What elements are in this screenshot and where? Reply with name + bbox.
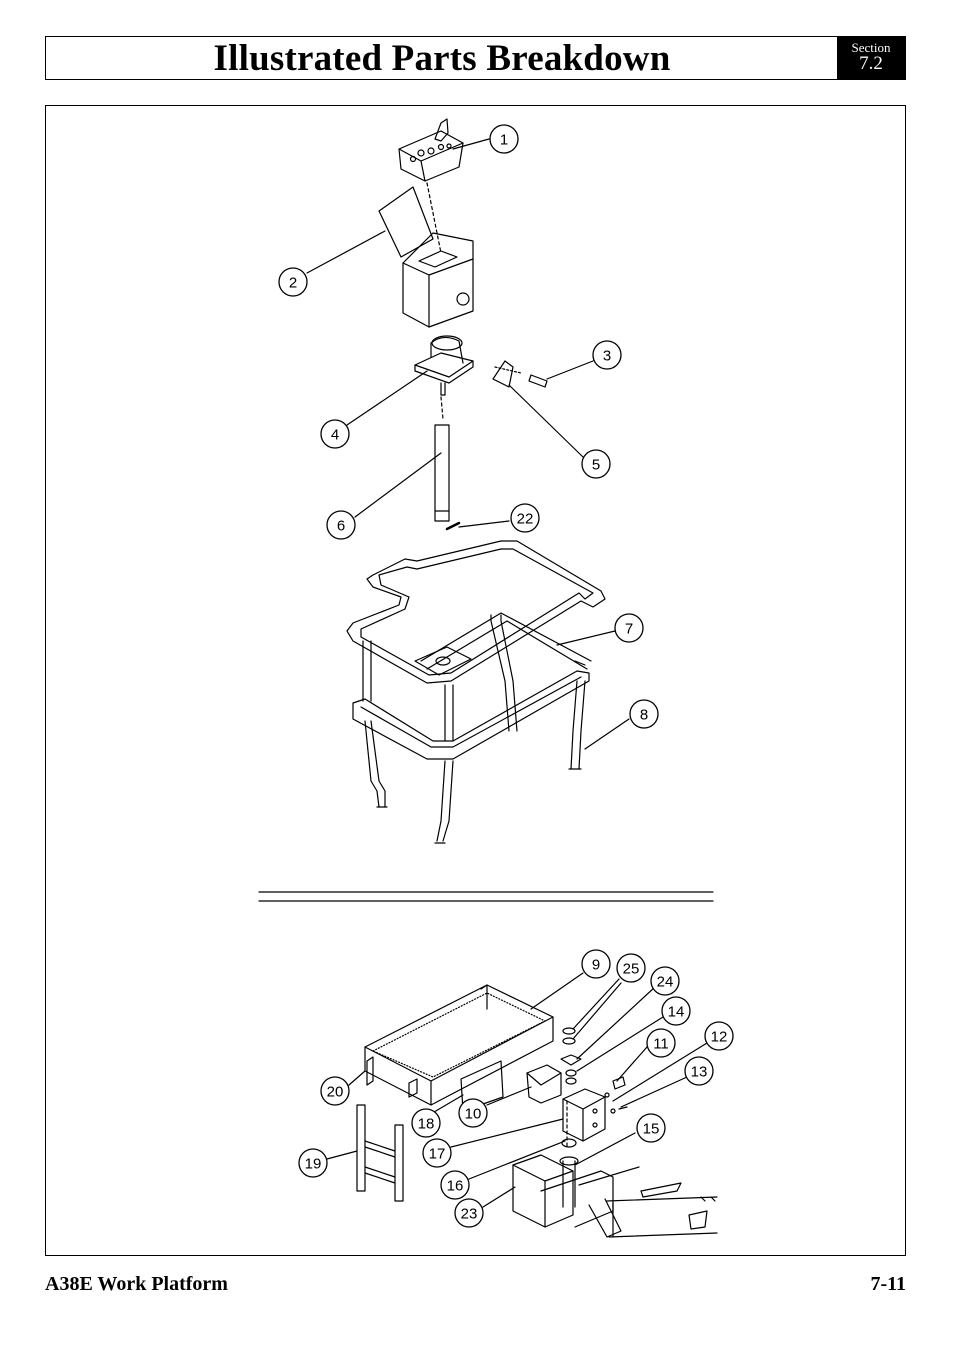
bracket-and-pin-drawing xyxy=(492,360,548,388)
callout-17: 17 xyxy=(422,1138,452,1168)
callout-label: 24 xyxy=(657,974,674,991)
callout-label: 20 xyxy=(327,1084,344,1101)
separator-lines xyxy=(258,891,714,902)
callout-label: 13 xyxy=(691,1064,708,1081)
callout-6: 6 xyxy=(326,510,356,540)
page-header: Illustrated Parts Breakdown Section 7.2 xyxy=(45,36,906,80)
callout-11: 11 xyxy=(646,1028,676,1058)
callout-12: 12 xyxy=(704,1021,734,1051)
ladder-drawing xyxy=(356,1104,404,1202)
callout-label: 8 xyxy=(640,707,648,724)
callout-label: 4 xyxy=(331,427,339,444)
callout-label: 25 xyxy=(623,961,640,978)
section-label: Section xyxy=(851,40,891,55)
platform-rail-frame-drawing xyxy=(346,540,606,844)
callout-16: 16 xyxy=(440,1170,470,1200)
rotator-base-drawing xyxy=(512,1138,718,1238)
callout-label: 5 xyxy=(592,457,600,474)
leader-lines xyxy=(306,138,708,1208)
callout-9: 9 xyxy=(581,949,611,979)
callout-13: 13 xyxy=(684,1056,714,1086)
parts-diagram xyxy=(258,118,718,1238)
callout-label: 23 xyxy=(461,1206,478,1223)
callout-1: 1 xyxy=(489,124,519,154)
callout-15: 15 xyxy=(636,1113,666,1143)
footer-page-number: 7-11 xyxy=(870,1273,906,1295)
callout-label: 3 xyxy=(603,348,611,365)
callout-8: 8 xyxy=(629,699,659,729)
callout-24: 24 xyxy=(650,966,680,996)
callout-14: 14 xyxy=(661,996,691,1026)
callout-4: 4 xyxy=(320,419,350,449)
callout-label: 16 xyxy=(447,1178,464,1195)
page-title: Illustrated Parts Breakdown xyxy=(213,37,671,79)
callout-label: 19 xyxy=(305,1156,322,1173)
callout-label: 11 xyxy=(653,1036,669,1053)
callout-label: 12 xyxy=(711,1029,728,1046)
callout-7: 7 xyxy=(614,613,644,643)
callout-label: 10 xyxy=(465,1106,482,1123)
callout-23: 23 xyxy=(454,1198,484,1228)
callout-10: 10 xyxy=(458,1098,488,1128)
callout-label: 1 xyxy=(500,132,508,149)
callout-5: 5 xyxy=(581,449,611,479)
callout-22: 22 xyxy=(510,503,540,533)
footer-product-name: A38E Work Platform xyxy=(45,1273,228,1295)
shaft-drawing xyxy=(434,396,461,531)
callout-label: 17 xyxy=(429,1146,446,1163)
callout-label: 14 xyxy=(668,1004,685,1021)
callout-label: 6 xyxy=(337,518,345,535)
callout-label: 15 xyxy=(643,1121,660,1138)
callout-3: 3 xyxy=(592,340,622,370)
callout-25: 25 xyxy=(616,953,646,983)
control-box-drawing xyxy=(398,118,464,182)
section-badge: Section 7.2 xyxy=(837,37,905,79)
platform-deck-drawing xyxy=(364,984,554,1106)
callout-label: 2 xyxy=(289,275,297,292)
callout-label: 7 xyxy=(625,621,633,638)
callout-label: 9 xyxy=(592,957,600,974)
joystick-base-drawing xyxy=(414,335,474,396)
callout-19: 19 xyxy=(298,1148,328,1178)
callout-label: 22 xyxy=(517,511,534,528)
section-number: 7.2 xyxy=(859,53,883,74)
mount-bracket-drawing xyxy=(460,1027,628,1150)
control-cover-drawing xyxy=(378,182,474,328)
callout-18: 18 xyxy=(411,1108,441,1138)
callout-2: 2 xyxy=(278,267,308,297)
callout-20: 20 xyxy=(320,1076,350,1106)
callout-label: 18 xyxy=(418,1116,435,1133)
